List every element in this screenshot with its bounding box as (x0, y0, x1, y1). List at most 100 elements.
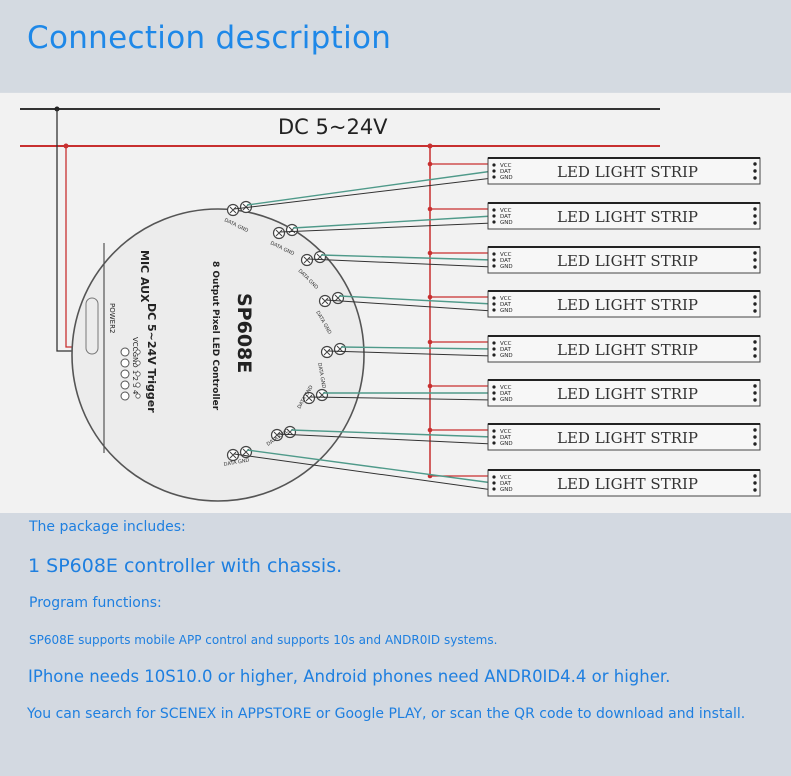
strip-end-dot (753, 428, 757, 432)
strip-pin-dot (492, 487, 496, 491)
strip-pin-dot (492, 264, 496, 268)
strip-label: LED LIGHT STRIP (557, 475, 698, 493)
strip-pin-label: DAT (500, 169, 511, 175)
mic-aux-label: MIC AUX (138, 250, 151, 303)
strip-pin-label: VCC (500, 429, 512, 435)
output-label: DATA GND (223, 458, 250, 468)
strip-end-dot (753, 251, 757, 255)
strip-end-dot (753, 221, 757, 225)
strip-pin-label: GND (500, 397, 513, 403)
output-terminal-mark (305, 394, 313, 402)
gnd-wire (233, 177, 494, 210)
output-terminal-mark (275, 229, 283, 237)
strip-label: LED LIGHT STRIP (557, 163, 698, 181)
gnd-wire (327, 350, 494, 357)
strip-label: LED LIGHT STRIP (557, 385, 698, 403)
gnd-wire (307, 258, 494, 268)
data-wire (320, 254, 494, 261)
trigger-pin (120, 358, 130, 368)
strip-pin-label: VCC (500, 208, 512, 214)
info-section: The package includes: 1 SP608E controlle… (0, 513, 791, 776)
strip-pin-label: VCC (500, 252, 512, 258)
output-terminal-mark (321, 297, 329, 305)
strip-pin-label: GND (500, 264, 513, 270)
strip-pin-dot (492, 481, 496, 485)
header-banner: Connection description (0, 0, 791, 92)
requirement-text: IPhone needs 10S10.0 or higher, Android … (28, 667, 671, 686)
strip-pin-dot (492, 475, 496, 479)
strip-end-dot (753, 340, 757, 344)
output-terminal-mark (273, 431, 281, 439)
strip-pin-label: DAT (500, 258, 511, 264)
strip-pin-label: VCC (500, 475, 512, 481)
strip-pin-label: VCC (500, 296, 512, 302)
strip-pin-label: DAT (500, 347, 511, 353)
strip-pin-dot (492, 220, 496, 224)
strip-pin-label: GND (500, 220, 513, 226)
led-strip (487, 202, 761, 230)
trigger-pin-dot (135, 349, 141, 355)
pin-label: VCCGND 1 2 3 4 (131, 337, 139, 395)
strip-pin-dot (492, 296, 496, 300)
strip-pin-dot (492, 308, 496, 312)
strip-pin-label: DAT (500, 391, 511, 397)
package-item: 1 SP608E controller with chassis. (28, 555, 343, 577)
strip-pin-dot (492, 302, 496, 306)
power-port-label: POWER2 (108, 303, 116, 333)
power-label: DC 5~24V (278, 115, 388, 139)
strip-end-dot (753, 354, 757, 358)
strip-end-dot (753, 214, 757, 218)
strip-end-dot (753, 162, 757, 166)
page-title: Connection description (27, 20, 392, 56)
strip-pin-dot (492, 385, 496, 389)
strip-pin-dot (492, 252, 496, 256)
strip-pin-label: DAT (500, 481, 511, 487)
strip-pin-dot (492, 347, 496, 351)
strip-pin-label: DAT (500, 435, 511, 441)
strip-label: LED LIGHT STRIP (557, 341, 698, 359)
strip-pin-label: GND (500, 441, 513, 447)
power-port-slot (85, 297, 99, 355)
trigger-pins (120, 347, 141, 401)
led-strip (487, 379, 761, 407)
strip-pin-label: VCC (500, 163, 512, 169)
connection-diagram: DC 5~24V SP608E 8 Output Pixel LED Contr… (0, 93, 791, 513)
strip-end-dot (753, 176, 757, 180)
strip-end-dot (753, 295, 757, 299)
strip-pin-label: VCC (500, 341, 512, 347)
strip-pin-dot (492, 163, 496, 167)
controller-subtitle: 8 Output Pixel LED Controller (210, 261, 220, 411)
trigger-pin (120, 347, 130, 357)
data-wire (246, 449, 494, 484)
strip-end-dot (753, 258, 757, 262)
strip-pin-dot (492, 208, 496, 212)
trigger-pin (120, 380, 130, 390)
output-label: DATA GND (316, 362, 326, 389)
strip-end-dot (753, 391, 757, 395)
strip-pin-dot (492, 353, 496, 357)
output-terminal-mark (229, 206, 237, 214)
strip-pin-dot (492, 435, 496, 439)
gnd-wire (233, 453, 494, 491)
strip-end-dot (753, 169, 757, 173)
strip-pin-label: DAT (500, 214, 511, 220)
support-text: SP608E supports mobile APP control and s… (29, 633, 498, 647)
strip-end-dot (753, 309, 757, 313)
strip-pin-dot (492, 391, 496, 395)
controller-model: SP608E (233, 293, 255, 373)
strip-label: LED LIGHT STRIP (557, 296, 698, 314)
package-heading: The package includes: (29, 519, 186, 535)
led-strip (487, 335, 761, 363)
strip-pin-dot (492, 214, 496, 218)
strip-pin-label: VCC (500, 385, 512, 391)
strip-label: LED LIGHT STRIP (557, 429, 698, 447)
strip-end-dot (753, 302, 757, 306)
strip-pin-dot (492, 397, 496, 401)
strip-label: LED LIGHT STRIP (557, 252, 698, 270)
gnd-wire (309, 396, 494, 401)
strip-label: LED LIGHT STRIP (557, 208, 698, 226)
data-wire (340, 346, 494, 350)
strip-pin-label: GND (500, 353, 513, 359)
led-strip (487, 423, 761, 451)
